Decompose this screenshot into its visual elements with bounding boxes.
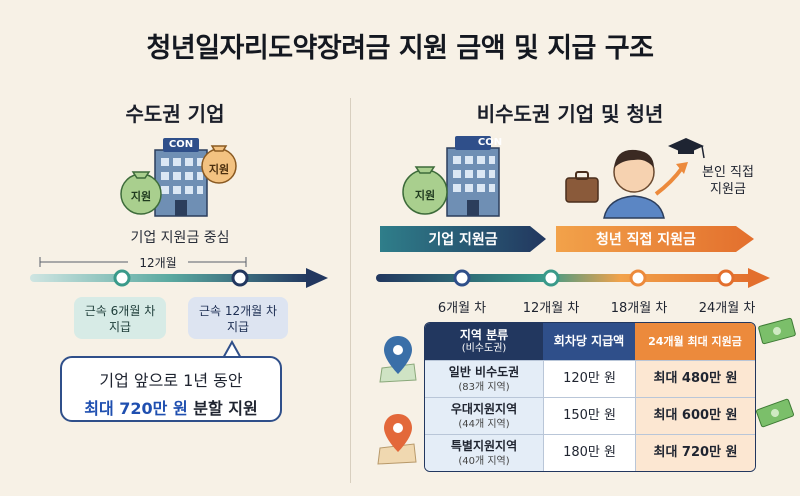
callout-highlight-amount: 최대 720만 원	[84, 399, 188, 418]
region-name: 일반 비수도권	[448, 365, 520, 379]
region-count: (83개 지역)	[458, 382, 510, 393]
table-cell-amount: 150만 원	[543, 397, 635, 434]
company-subsidy-arrow-label: 기업 지원금	[428, 232, 498, 248]
left-summary-callout: 기업 앞으로 1년 동안 최대 720만 원 분할 지원	[60, 356, 282, 422]
payout-box-line: 지급	[108, 320, 132, 334]
company-building-illustration	[120, 138, 237, 217]
payout-box-6-months: 근속 6개월 차 지급	[74, 297, 166, 339]
right-section-title: 비수도권 기업 및 청년	[476, 102, 664, 126]
direct-subsidy-label: 본인 직접 지원금	[688, 164, 768, 198]
table-header-label: 지역 분류	[459, 328, 509, 342]
payout-box-line: 지급	[226, 320, 250, 334]
callout-pointer	[220, 340, 244, 360]
right-timeline-arrow	[376, 268, 770, 288]
region-count: (44개 지역)	[458, 419, 510, 430]
table-row-region: 특별지원지역 (40개 지역)	[425, 434, 543, 471]
money-bag-label-2: 지원	[208, 163, 230, 176]
table-header-sublabel: (비수도권)	[461, 343, 507, 354]
table-row-region: 일반 비수도권 (83개 지역)	[425, 360, 543, 397]
young-worker-illustration	[565, 138, 705, 219]
region-name: 우대지원지역	[450, 402, 518, 416]
timeline-label: 12개월 차	[522, 301, 580, 316]
callout-line-2: 분할 지원	[187, 399, 258, 418]
building-sign: CON	[477, 137, 503, 148]
building-sign: CON	[168, 139, 194, 150]
payout-box-12-months: 근속 12개월 차 지급	[188, 297, 288, 339]
table-cell-max: 최대 480만 원	[635, 360, 755, 397]
right-company-illustration	[402, 136, 500, 217]
youth-direct-subsidy-arrow-label: 청년 직접 지원금	[596, 232, 696, 248]
callout-line-1: 기업 앞으로 1년 동안	[99, 371, 243, 390]
left-section-title: 수도권 기업	[125, 102, 225, 126]
timeline-label: 18개월 차	[610, 301, 668, 316]
table-header-region: 지역 분류 (비수도권)	[425, 323, 543, 360]
direct-subsidy-line-2: 지원금	[710, 182, 746, 197]
table-cell-amount: 180만 원	[543, 434, 635, 471]
payout-box-line: 근속 12개월 차	[198, 304, 278, 318]
table-cell-max: 최대 720만 원	[635, 434, 755, 471]
left-timeline-arrow	[30, 268, 328, 288]
map-pin-decoration	[377, 336, 417, 465]
regional-subsidy-table: 지역 분류 (비수도권) 회차당 지급액 24개월 최대 지원금 일반 비수도권…	[424, 322, 756, 472]
table-header-max: 24개월 최대 지원금	[635, 323, 755, 360]
money-bag-label: 지원	[130, 190, 152, 203]
duration-label: 12개월	[128, 254, 188, 271]
payout-box-line: 근속 6개월 차	[84, 304, 156, 318]
table-cell-amount: 120만 원	[543, 360, 635, 397]
subsidy-phase-arrows	[380, 226, 754, 252]
region-count: (40개 지역)	[458, 456, 510, 467]
table-header-amount: 회차당 지급액	[543, 323, 635, 360]
region-name: 특별지원지역	[450, 439, 518, 453]
cash-decoration	[756, 317, 796, 428]
direct-subsidy-line-1: 본인 직접	[702, 165, 754, 180]
timeline-label: 24개월 차	[698, 301, 756, 316]
table-row-region: 우대지원지역 (44개 지역)	[425, 397, 543, 434]
page-title: 청년일자리도약장려금 지원 금액 및 지급 구조	[146, 33, 654, 64]
timeline-label: 6개월 차	[437, 301, 487, 316]
money-bag-label: 지원	[414, 189, 436, 202]
table-cell-max: 최대 600만 원	[635, 397, 755, 434]
company-subsidy-focus: 기업 지원금 중심	[130, 230, 230, 246]
section-divider	[350, 98, 351, 483]
